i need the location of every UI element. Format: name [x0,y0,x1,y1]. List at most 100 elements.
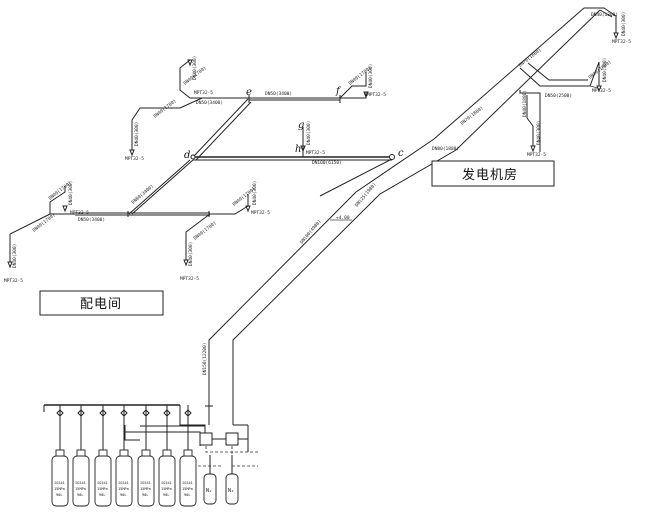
lbl-f-v2: DN40(300) [368,64,374,88]
storage-cylinder: IG541 90L 15MPa [137,405,155,507]
lbl-gen-diag-2: DN70(1880) [518,47,543,68]
lbl-low-left: DN50(3400) [78,217,105,223]
nozzle-gh [300,145,306,153]
nozzle-tl1 [187,59,193,67]
cylinder-label-a: IG541 [118,481,129,485]
cylinder-label-a: IG541 [75,481,86,485]
lbl-lr-b: DN40(300) [252,181,258,205]
lbl-gen-mid-nozzle: MPT32-5 [592,88,611,94]
n2-label-1: N₂ [206,488,212,494]
cylinder-label-c: 15MPa [118,487,129,491]
nozzle-f [363,91,369,99]
lbl-main-diag-1: DN100(4980) [299,219,323,246]
node-f-label: f [335,86,342,97]
lbl-gen-top: DN40(1300) [591,12,618,18]
lbl-gen-mid-b: DN40(300) [602,58,608,82]
lbl-gen-low-b: DN40(300) [536,121,542,145]
check-valve-icon [163,409,171,417]
lbl-ef: DN50(3400) [265,91,292,97]
check-valve-icon [142,409,150,417]
distribution-branches [7,59,395,269]
lbl-gen-branch: DN80(1880) [432,146,459,152]
cylinder-label-c: 15MPa [140,487,151,491]
storage-cylinder: IG541 90L 15MPa [179,405,197,507]
lbl-tl-nozzle2: MPT32-5 [125,156,144,162]
room-label-generator: 发电机房 [431,160,555,187]
cylinder-label-b: 90L [99,493,106,497]
lbl-e-left: DN50(3400) [196,100,223,106]
lbl-gen-top-v: DN40(300) [621,12,627,36]
node-c-label: c [398,148,404,159]
lbl-lr-d: DN40(300) [188,242,194,266]
lbl-gen-low-a: DN40(1880) [522,90,528,117]
cylinder-label-b: 90L [120,493,127,497]
cylinder-label-c: 15MPa [54,487,65,491]
n2-label-2: N₂ [228,488,234,494]
nozzle-gen-mid [596,85,602,93]
node-c-marker [389,154,395,160]
cylinder-label-a: IG541 [182,481,193,485]
room-distribution-text: 配电间 [80,297,122,312]
lbl-ll-b: DN40(300) [68,181,74,205]
lbl-ll-c: DN40(1700) [32,212,57,233]
lbl-lr-nozzle2: MPT32-5 [180,276,199,282]
lbl-lr-c: DN40(1700) [193,220,218,241]
check-valve-icon [120,409,128,417]
lbl-ll-nozzle2: MPT32-5 [4,278,23,284]
lbl-ll-d: DN40(300) [12,244,18,268]
room-label-distribution: 配电间 [39,290,164,316]
lbl-f-nozzle: MPT32-5 [367,92,386,98]
nozzle-gen-low [530,145,536,153]
node-e-label: e [246,87,252,98]
check-valve-icon [77,409,85,417]
storage-cylinder: IG541 90L 15MPa [158,405,176,507]
nozzle-ll2 [7,261,13,269]
lbl-cd: DN100(6150) [312,160,342,166]
lbl-tl-c: DN40(1700) [153,98,178,119]
check-valve-icon [99,409,107,417]
cylinder-label-a: IG541 [161,481,172,485]
selector-valve-2 [225,432,239,446]
storage-cylinder: IG541 90L 15MPa [94,405,112,507]
storage-cylinder: IG541 90L 15MPa [51,405,69,507]
check-valve-icon [56,409,64,417]
lbl-gen-mid: DN50(2500) [545,93,572,99]
lbl-tl-d: DN40(300) [134,122,140,146]
storage-cylinder: IG541 90L 15MPa [115,405,133,507]
pipe-labels: DN150(12200) DN100(4980) DN125(1980) DN8… [4,12,631,375]
selector-valve-1 [199,432,213,446]
cylinder-label-c: 15MPa [161,487,172,491]
cylinder-label-c: 15MPa [182,487,193,491]
cylinder-label-a: IG541 [54,481,65,485]
lbl-gh-nozzle: MPT32-5 [306,150,325,156]
cylinder-label-b: 90L [56,493,63,497]
room-generator-text: 发电机房 [462,167,518,183]
lbl-gh: DN40(300) [306,121,312,145]
lbl-main-riser: DN150(12200) [202,342,208,375]
generator-branches [519,7,619,153]
cylinder-label-c: 15MPa [97,487,108,491]
cylinder-label-b: 90L [184,493,191,497]
nozzle-lr2 [183,259,189,267]
cylinder-label-a: IG541 [97,481,108,485]
node-d-label: d [184,150,190,161]
nozzle-tl2 [129,149,135,157]
lbl-ll-nozzle1: MPT32-5 [70,210,89,216]
lbl-gen-diag: DN70(1880) [460,105,485,126]
cylinder-label-b: 90L [142,493,149,497]
cylinder-label-a: IG541 [140,481,151,485]
cylinder-label-b: 90L [163,493,170,497]
lbl-lr-nozzle1: MPT32-5 [251,210,270,216]
node-g-label: g [298,120,304,131]
lbl-gen-mid-a: DN40(1880) [588,59,613,80]
nozzle-gen-top [613,32,619,40]
main-riser [205,7,601,425]
node-d-marker [190,154,196,160]
lbl-tl-nozzle1: MPT32-5 [194,90,213,96]
check-valve-icon [184,409,192,417]
cylinder-label-c: 15MPa [75,487,86,491]
nozzle-lr1 [245,205,251,213]
lbl-elev: +4.00 [336,215,350,221]
